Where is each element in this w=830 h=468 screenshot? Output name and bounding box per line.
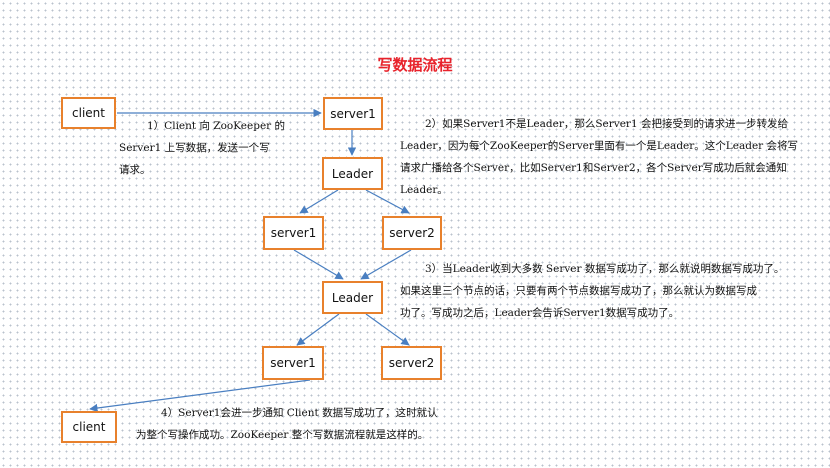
client-node-top: client xyxy=(61,97,116,129)
step1-line: 1）Client 向 ZooKeeper 的 xyxy=(147,120,286,132)
server1-node-top: server1 xyxy=(323,97,383,130)
step1-line: Server1 上写数据，发送一个写 xyxy=(119,142,270,154)
step1-line: 请求。 xyxy=(119,164,151,176)
server1-node-bottom: server1 xyxy=(262,346,324,380)
arrow-leader-to-server2 xyxy=(365,189,410,214)
arrow-server2-to-leader2 xyxy=(360,249,412,280)
server2-node-mid: server2 xyxy=(382,216,442,250)
step2-note: 2）如果Server1不是Leader，那么Server1 会把接受到的请求进一… xyxy=(400,113,798,201)
diagram-title: 写数据流程 xyxy=(377,56,453,74)
arrow-leader-to-server1 xyxy=(299,189,339,214)
step2-line: Leader。 xyxy=(400,184,448,196)
server1-node-mid: server1 xyxy=(263,216,324,250)
step4-line: 4）Server1会进一步通知 Client 数据写成功了，这时就认 xyxy=(161,407,438,419)
step2-line: Leader，因为每个ZooKeeper的Server里面有一个是Leader。… xyxy=(400,140,799,152)
step3-line: 3）当Leader收到大多数 Server 数据写成功了，那么就说明数据写成功了… xyxy=(425,263,785,275)
arrow-server1-to-leader2 xyxy=(293,249,344,280)
arrow-server1-to-client xyxy=(89,379,311,413)
leader-node-1: Leader xyxy=(322,157,383,190)
step3-note: 3）当Leader收到大多数 Server 数据写成功了，那么就说明数据写成功了… xyxy=(400,258,785,324)
step3-line: 如果这里三个节点的话，只要有两个节点数据写成功了，那么就认为数据写成 xyxy=(400,285,757,297)
step3-line: 功了。写成功之后，Leader会告诉Server1数据写成功了。 xyxy=(400,307,680,319)
step4-note: 4）Server1会进一步通知 Client 数据写成功了，这时就认 为整个写操… xyxy=(136,402,438,446)
client-node-bottom: client xyxy=(61,411,117,443)
step4-line: 为整个写操作成功。ZooKeeper 整个写数据流程就是这样的。 xyxy=(136,429,429,441)
server2-node-bottom: server2 xyxy=(381,346,442,380)
step2-line: 2）如果Server1不是Leader，那么Server1 会把接受到的请求进一… xyxy=(425,118,788,130)
arrow-leader2-to-server2 xyxy=(365,313,410,346)
step1-note: 1）Client 向 ZooKeeper 的 Server1 上写数据，发送一个… xyxy=(119,115,286,181)
step2-line: 请求广播给各个Server，比如Server1和Server2，各个Server… xyxy=(400,162,787,174)
leader-node-2: Leader xyxy=(322,281,383,314)
arrow-leader2-to-server1 xyxy=(296,313,340,346)
